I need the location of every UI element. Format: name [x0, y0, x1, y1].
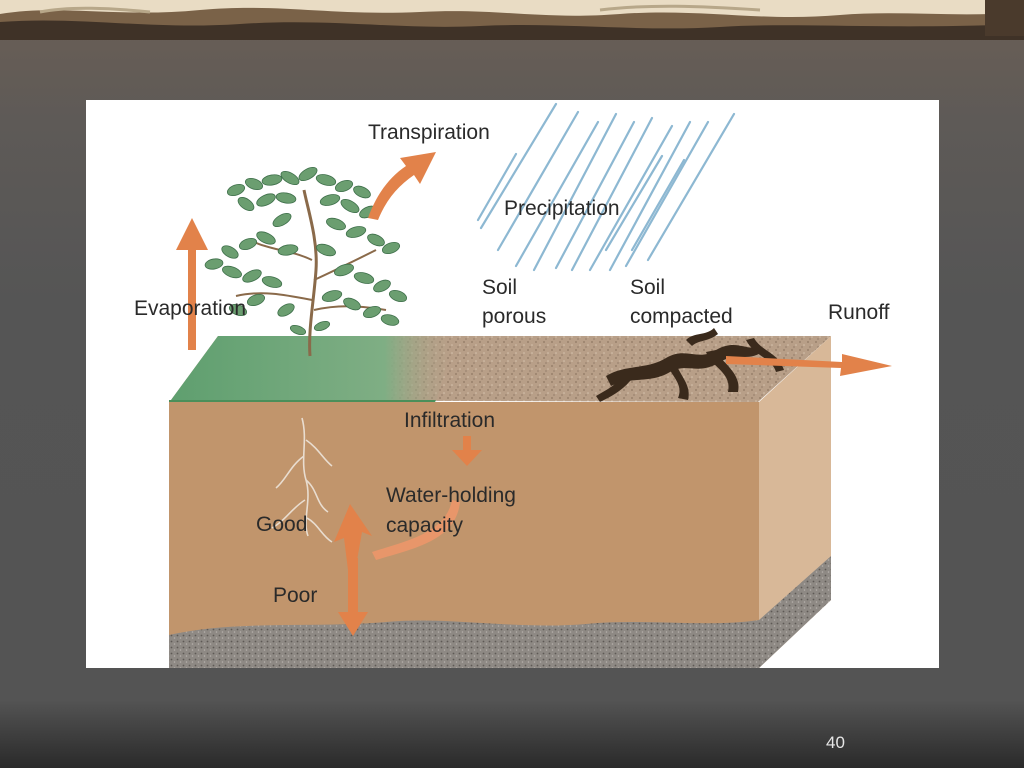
- good-arrow: [334, 504, 372, 570]
- infiltration-arrow: [452, 436, 482, 466]
- compacted-cracks: [596, 328, 784, 402]
- diagram-artwork: [169, 102, 892, 668]
- label-soil-porous: Soil porous: [482, 276, 547, 328]
- grass-surface: [171, 336, 456, 402]
- slide-number: 40: [826, 733, 845, 752]
- label-soil-compacted: Soil compacted: [630, 276, 733, 328]
- water-holding-arrow: [372, 500, 460, 560]
- label-runoff: Runoff: [828, 301, 890, 324]
- plant-roots: [271, 417, 333, 543]
- label-precipitation: Precipitation: [504, 197, 620, 220]
- arrows: [176, 152, 892, 636]
- tree-illustration: [204, 166, 408, 357]
- precipitation-lines: [476, 102, 736, 272]
- poor-arrow: [338, 558, 368, 636]
- label-evaporation: Evaporation: [134, 297, 247, 320]
- label-water-holding-capacity: Water-holding capacity: [386, 484, 516, 537]
- evaporation-arrow: [176, 218, 208, 350]
- label-transpiration: Transpiration: [368, 121, 490, 144]
- top-banner: [0, 0, 1024, 40]
- label-poor: Poor: [273, 584, 318, 607]
- transpiration-arrow: [368, 152, 436, 220]
- gravel-front: [169, 620, 759, 668]
- gravel-side: [759, 556, 831, 668]
- runoff-arrow: [726, 354, 892, 376]
- label-infiltration: Infiltration: [404, 409, 496, 432]
- label-good: Good: [256, 513, 308, 536]
- soil-water-diagram: Transpiration Precipitation Evaporation …: [86, 100, 939, 668]
